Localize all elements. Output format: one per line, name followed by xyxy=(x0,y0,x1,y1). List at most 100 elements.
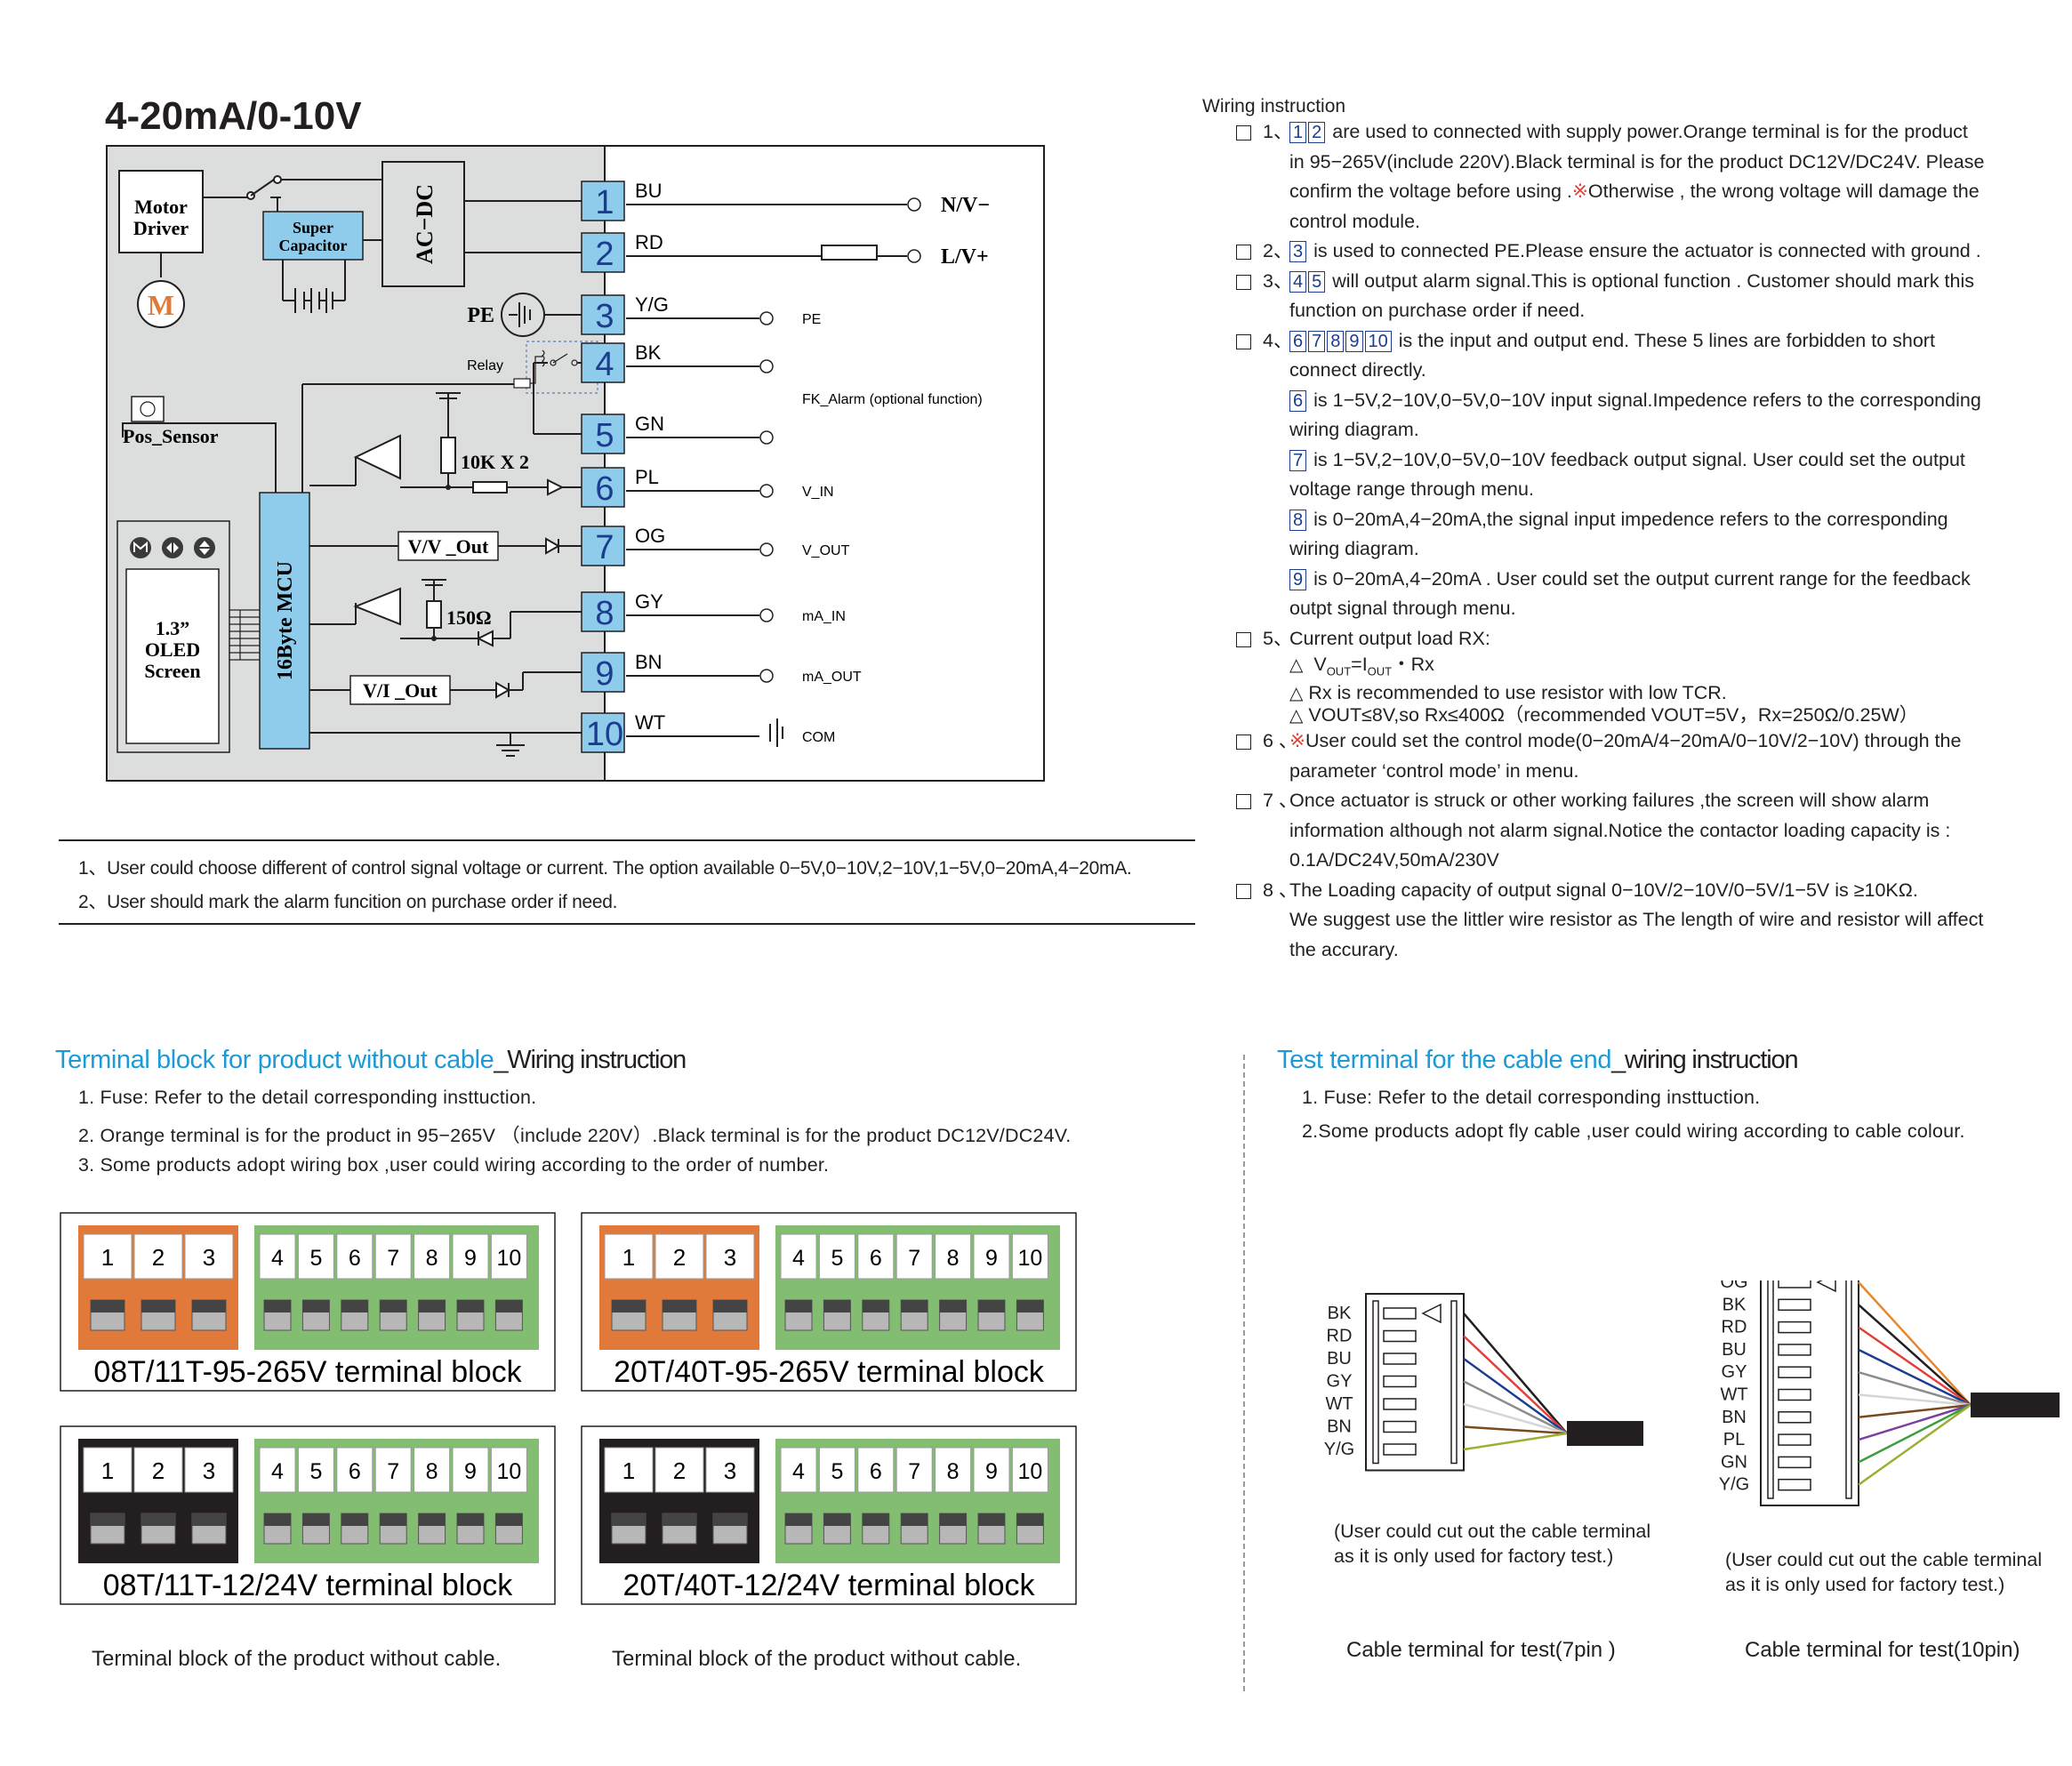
wire-label: GY xyxy=(1327,1372,1353,1392)
screw-top xyxy=(1016,1300,1044,1312)
resistor-10k-label: 10K X 2 xyxy=(461,451,529,473)
wiring-item-2: 2、 3 is used to connected PE.Please ensu… xyxy=(1202,237,2047,267)
cable7-caption: Cable terminal for test(7pin ) xyxy=(1346,1638,1616,1662)
pe-label: PE xyxy=(467,304,494,327)
terminal-slot xyxy=(1011,1233,1048,1280)
terminal-number: 3 xyxy=(595,298,614,335)
pin-slot xyxy=(1778,1280,1811,1288)
screw-top xyxy=(663,1513,696,1526)
screw-top xyxy=(978,1513,1005,1526)
terminal-number: 8 xyxy=(947,1246,960,1271)
screw-top xyxy=(302,1513,330,1526)
terminal-number: 9 xyxy=(985,1459,998,1484)
pin-slot xyxy=(1383,1307,1417,1320)
resistor-150-label: 150Ω xyxy=(446,606,492,629)
wire-label: BK xyxy=(1328,1304,1352,1323)
screw-top xyxy=(457,1513,484,1526)
screw-top xyxy=(302,1300,330,1312)
wire xyxy=(1858,1326,1972,1407)
screw-top xyxy=(380,1513,407,1526)
power-label: L/V+ xyxy=(941,245,989,269)
terminal-slot xyxy=(259,1447,296,1493)
screw-top xyxy=(457,1300,484,1312)
terminal-number: 2 xyxy=(152,1244,165,1271)
screw-top xyxy=(192,1300,226,1312)
terminal-number: 1 xyxy=(101,1244,114,1271)
fuse-icon xyxy=(821,245,878,261)
terminal-slot xyxy=(490,1447,527,1493)
checkbox-icon xyxy=(1236,333,1251,349)
terminal-number: 7 xyxy=(908,1459,920,1484)
wire-label: RD xyxy=(1327,1327,1353,1346)
pin-slot xyxy=(1778,1320,1811,1334)
terminal-number: 5 xyxy=(831,1459,843,1484)
terminal-number: 6 xyxy=(870,1246,882,1271)
signal-label: COM xyxy=(802,730,835,745)
wire xyxy=(1858,1304,1972,1406)
wire-color-label: BK xyxy=(635,341,662,364)
pin-slot xyxy=(1383,1420,1417,1433)
terminal-end-icon xyxy=(759,669,774,683)
pin-slot xyxy=(1778,1344,1811,1356)
screw-top xyxy=(663,1300,696,1312)
page-title: 4-20mA/0-10V xyxy=(105,94,362,138)
power-label: N/V− xyxy=(941,194,990,217)
wire-label: PL xyxy=(1723,1430,1745,1449)
screw-top xyxy=(264,1300,291,1312)
terminal-block-label: 08T/11T-12/24V terminal block xyxy=(103,1569,513,1602)
terminal-number: 2 xyxy=(152,1457,165,1484)
terminal-number: 8 xyxy=(426,1246,438,1271)
wiring-item-8: 8 、 The Loading capacity of output signa… xyxy=(1202,876,2047,966)
wiring-instruction-title: Wiring instruction xyxy=(1202,96,1346,116)
terminal-slot xyxy=(935,1447,972,1493)
pin-slot xyxy=(1383,1329,1417,1343)
terminal-slot xyxy=(604,1233,654,1280)
motor-driver-label-1: Motor xyxy=(134,196,188,218)
caption-right: Terminal block of the product without ca… xyxy=(612,1647,1022,1671)
screw-top xyxy=(713,1300,747,1312)
screw-top xyxy=(380,1300,407,1312)
screw-top xyxy=(264,1513,291,1526)
wire-label: Y/G xyxy=(1719,1475,1749,1495)
right-line-2: 2.Some products adopt fly cable ,user co… xyxy=(1302,1120,1965,1142)
terminal-number: 7 xyxy=(908,1246,920,1271)
wire-color-label: WT xyxy=(635,711,665,734)
terminal-slot xyxy=(133,1233,183,1280)
terminal-slot xyxy=(336,1233,373,1280)
wire-label: OG xyxy=(1720,1280,1747,1292)
terminal-slot xyxy=(655,1233,704,1280)
signal-label: V_OUT xyxy=(802,543,850,558)
pin-slot xyxy=(1778,1456,1811,1469)
opamp-1-icon xyxy=(353,434,401,480)
triangle-icon: △ xyxy=(1289,706,1304,726)
terminal-number: 7 xyxy=(595,529,614,566)
opamp-2-icon xyxy=(353,587,401,626)
left-line-1: 1. Fuse: Refer to the detail correspondi… xyxy=(78,1087,537,1108)
notes-bottom-rule xyxy=(59,923,1195,925)
screw-top xyxy=(495,1513,523,1526)
wire xyxy=(1858,1403,1972,1419)
pin-slot xyxy=(1383,1375,1417,1388)
terminal-number: 8 xyxy=(595,595,614,632)
pin1-arrow-icon xyxy=(1421,1303,1442,1324)
cable10-caption: Cable terminal for test(10pin) xyxy=(1745,1638,2020,1662)
mcu-label: 16Byte MCU xyxy=(274,561,297,680)
terminal-slot xyxy=(973,1233,1010,1280)
com-ground-icon xyxy=(769,718,783,747)
motor-symbol: M xyxy=(148,289,174,321)
cable-jacket xyxy=(1971,1393,2060,1417)
terminal-number: 4 xyxy=(792,1246,805,1271)
terminal-box-8 xyxy=(581,591,625,632)
terminal-box-3 xyxy=(581,294,625,335)
terminal-number: 10 xyxy=(1017,1459,1042,1484)
screw-top xyxy=(823,1300,851,1312)
triangle-icon: △ xyxy=(1289,684,1304,704)
terminal-number: 4 xyxy=(792,1459,805,1484)
terminal-slot xyxy=(705,1233,755,1280)
